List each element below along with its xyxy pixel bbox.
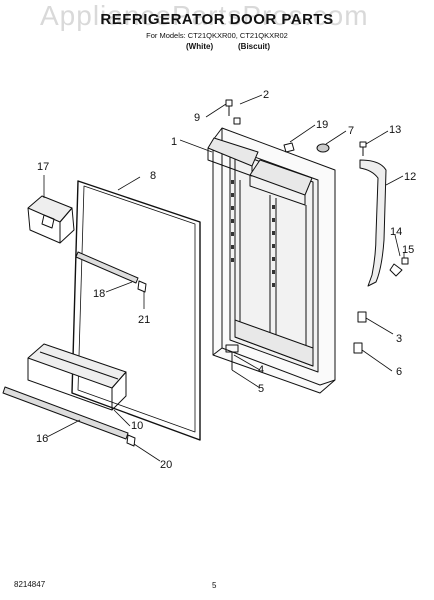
door-liner-part — [207, 127, 336, 394]
callout-5: 5 — [258, 383, 264, 395]
callout-20: 20 — [160, 459, 172, 471]
callout-17: 17 — [37, 161, 49, 173]
watermark: AppliancePartsPros.com — [40, 0, 369, 31]
callout-10: 10 — [131, 420, 143, 432]
door-gasket-part — [71, 180, 201, 441]
shelf-trim-part — [75, 251, 139, 284]
model-numbers: For Models: CT21QKXR00, CT21QKXR02 — [146, 31, 288, 40]
callout-numbers: 1 2 3 4 5 6 7 8 9 10 12 13 14 15 16 17 1… — [36, 89, 416, 471]
callout-3: 3 — [396, 333, 402, 345]
callout-8: 8 — [150, 170, 156, 182]
fasteners — [225, 99, 409, 370]
callout-19: 19 — [316, 119, 328, 131]
door-handle-part — [359, 159, 387, 287]
callout-14: 14 — [390, 226, 402, 238]
callout-18: 18 — [93, 288, 105, 300]
page-number: 5 — [212, 581, 217, 590]
callout-6: 6 — [396, 366, 402, 378]
callout-2: 2 — [263, 89, 269, 101]
callout-1: 1 — [171, 136, 177, 148]
lower-trim-part — [2, 386, 129, 440]
callout-15: 15 — [402, 244, 414, 256]
callout-4: 4 — [258, 364, 264, 376]
callout-13: 13 — [389, 124, 401, 136]
callout-7: 7 — [348, 125, 354, 137]
leader-lines — [43, 94, 405, 462]
lower-clip-part — [126, 434, 136, 447]
document-code: 8214847 — [14, 580, 46, 589]
callout-16: 16 — [36, 433, 48, 445]
diagram-title: REFRIGERATOR DOOR PARTS — [100, 11, 334, 28]
color-white-label: (White) — [186, 42, 214, 51]
trim-clip-part — [137, 280, 147, 293]
color-biscuit-label: (Biscuit) — [238, 42, 270, 51]
callout-12: 12 — [404, 171, 416, 183]
dairy-door-part — [27, 195, 75, 244]
door-shelf-bin-part — [27, 343, 127, 411]
callout-9: 9 — [194, 112, 200, 124]
callout-21: 21 — [138, 314, 150, 326]
